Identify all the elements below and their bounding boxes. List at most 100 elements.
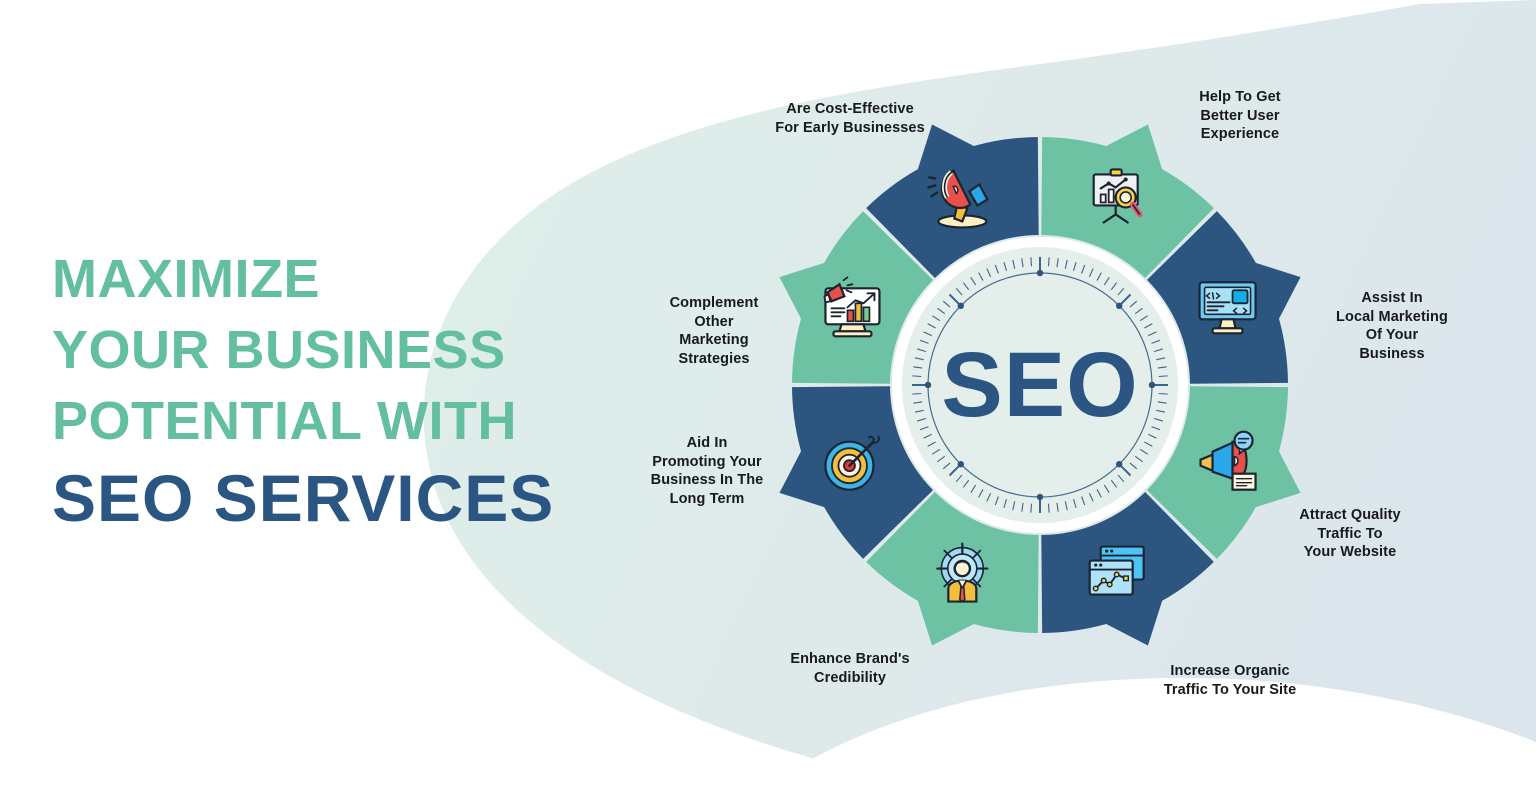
tick-mark (912, 392, 922, 395)
tick-mark (978, 489, 984, 498)
tick-mark (1110, 282, 1118, 291)
tick-mark (917, 348, 926, 353)
tick-mark (919, 339, 929, 344)
tick-mark (962, 479, 970, 488)
tick-mark (955, 287, 963, 296)
tick-mark (986, 493, 992, 502)
headline-line-1: MAXIMIZE (52, 249, 320, 309)
headline-line-3: POTENTIAL WITH (52, 391, 517, 451)
center-inner-circle (927, 272, 1153, 498)
tick-mark (1139, 448, 1148, 455)
blob-white-notch (748, 677, 1536, 804)
tick-mark (1158, 392, 1168, 395)
tick-mark (1088, 268, 1094, 277)
tick-mark (927, 323, 936, 329)
tick-mark (1156, 409, 1166, 413)
monitor-code-ui-icon (1198, 281, 1257, 335)
megaphone-announce-icon (927, 168, 989, 229)
tick-mark (1117, 287, 1125, 296)
center-tick-marks (912, 257, 1168, 513)
tick-mark (986, 268, 992, 277)
tick-mark (970, 277, 977, 286)
seo-benefits-wheel: SEO (779, 124, 1301, 646)
tick-mark (1081, 264, 1086, 274)
tick-mark (1129, 462, 1138, 470)
tick-mark (923, 331, 932, 337)
tick-mark (1003, 262, 1008, 271)
tick-mark (937, 307, 946, 315)
tick-mark (955, 474, 963, 483)
tick-mark (1021, 502, 1024, 512)
browser-windows-linechart-icon (1088, 545, 1145, 596)
tick-mark (913, 401, 923, 404)
tick-mark (937, 455, 946, 463)
tick-mark (1047, 257, 1050, 267)
tick-mark (1103, 484, 1110, 493)
tick-mark (1139, 315, 1148, 322)
tick-mark (1047, 503, 1050, 513)
tick-mark (1021, 258, 1024, 268)
tick-mark (942, 300, 951, 308)
tick-mark (1154, 417, 1163, 422)
tick-mark (1158, 375, 1168, 378)
tick-mark (1134, 307, 1143, 315)
tick-mark (917, 417, 926, 422)
tick-mark (1003, 499, 1008, 508)
tick-mark (1064, 501, 1068, 511)
tick-mark (1096, 272, 1102, 281)
tick-mark (1129, 300, 1138, 308)
tick-mark (978, 272, 984, 281)
tick-mark (1064, 259, 1068, 269)
tick-mark (1144, 323, 1153, 329)
tick-mark (1157, 366, 1167, 369)
tick-mark (1151, 426, 1161, 431)
center-disc (902, 247, 1178, 523)
tick-mark (1030, 503, 1033, 513)
tick-mark (1156, 357, 1166, 361)
tick-mark (1030, 257, 1033, 267)
tick-mark (1110, 479, 1118, 488)
tick-mark (962, 282, 970, 291)
tick-mark (1117, 474, 1125, 483)
tick-mark (1144, 441, 1153, 447)
tick-mark (1056, 502, 1059, 512)
megaphone-chat-icon (1199, 430, 1257, 491)
tick-mark (919, 426, 929, 431)
center-hub: SEO (892, 237, 1188, 533)
tick-mark (1096, 489, 1102, 498)
center-seo-label: SEO (941, 334, 1138, 436)
tick-mark (932, 315, 941, 322)
tick-mark (1081, 496, 1086, 506)
tick-mark (914, 357, 924, 361)
tick-mark (914, 409, 924, 413)
headline-line-4: SEO SERVICES (52, 461, 555, 535)
tick-mark (923, 433, 932, 439)
tick-mark (932, 448, 941, 455)
headline-line-2: YOUR BUSINESS (52, 320, 506, 380)
tick-mark (1072, 499, 1077, 508)
tick-mark (1154, 348, 1163, 353)
tick-mark (942, 462, 951, 470)
tick-mark (1148, 331, 1157, 337)
tick-mark (1157, 401, 1167, 404)
tick-mark (927, 441, 936, 447)
tick-mark (994, 264, 999, 274)
tick-mark (913, 366, 923, 369)
tick-mark (1056, 258, 1059, 268)
tick-mark (1072, 262, 1077, 271)
person-target-audience-icon (936, 542, 989, 603)
tick-mark (1103, 277, 1110, 286)
tick-mark (1088, 493, 1094, 502)
tick-mark (970, 484, 977, 493)
tick-mark (1012, 259, 1016, 269)
presentation-chart-search-icon (1092, 168, 1143, 224)
